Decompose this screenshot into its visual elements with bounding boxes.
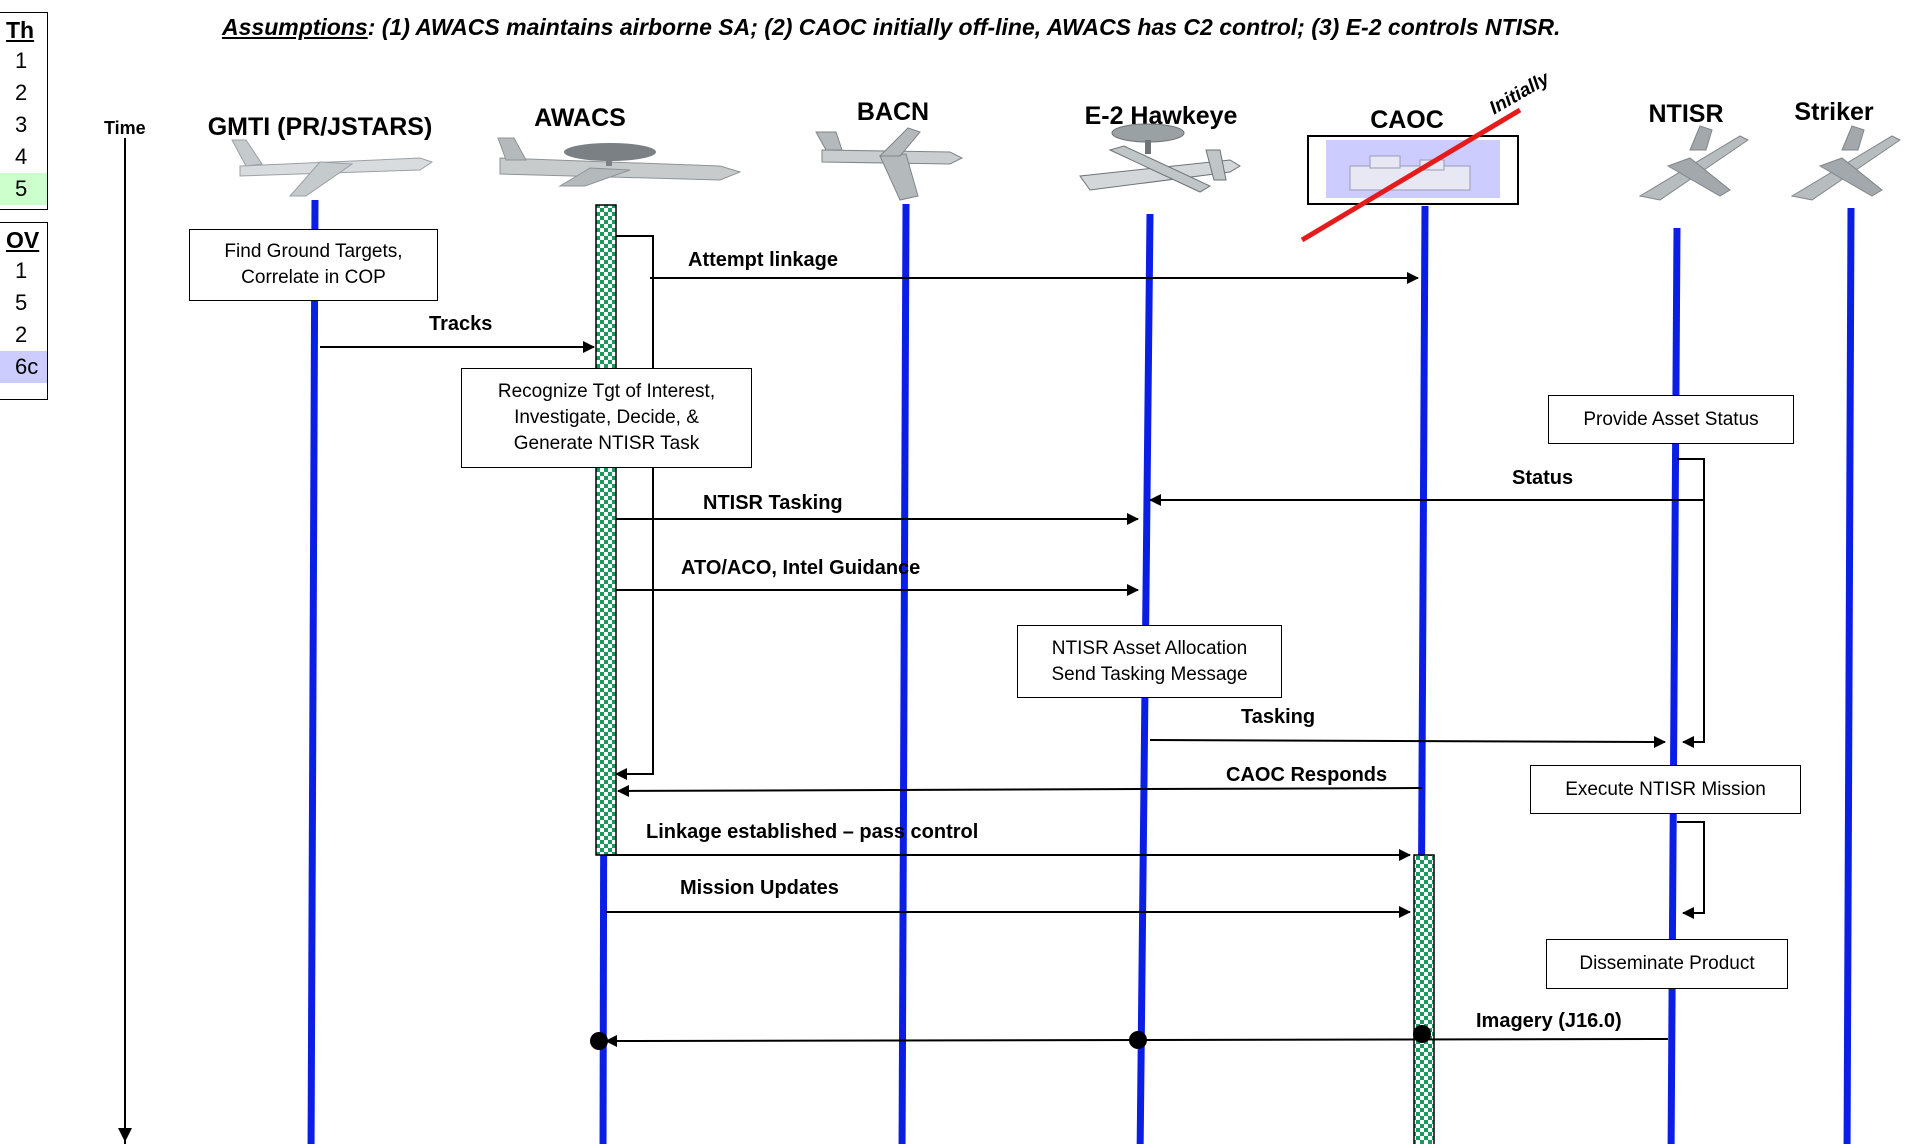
box-line: Investigate, Decide, & <box>514 407 699 428</box>
caoc-responds-label: CAOC Responds <box>1226 764 1388 786</box>
legend-th-row: 4 <box>15 144 28 169</box>
ato-aco-label: ATO/ACO, Intel Guidance <box>681 557 921 579</box>
caoc-offline-cross <box>1300 107 1522 243</box>
legend-th-row-highlight: 5 <box>0 173 47 205</box>
status-label: Status <box>1512 467 1574 489</box>
box-line: Generate NTISR Task <box>513 433 700 454</box>
actor-awacs-label: AWACS <box>534 104 626 132</box>
legend-ov-row-highlight: 6c <box>0 351 47 383</box>
assumptions-prefix: Assumptions <box>222 14 368 40</box>
actor-caoc-label: CAOC <box>1370 106 1444 134</box>
actor-striker-label: Striker <box>1794 98 1874 126</box>
legend-ov: OV 1 5 2 6c <box>0 222 48 400</box>
e2-hawkeye-aircraft-icon <box>1079 123 1241 193</box>
caoc-activation-bar <box>1413 854 1435 1144</box>
fighter-jet-icon <box>1790 125 1901 201</box>
caoc-building-icon <box>1307 135 1519 205</box>
legend-ov-row: 5 <box>15 290 28 315</box>
asset-allocation-box: NTISR Asset Allocation Send Tasking Mess… <box>1017 625 1282 698</box>
tasking-arrow <box>1149 735 1666 748</box>
fighter-jet-icon <box>1638 125 1749 201</box>
box-line: Find Ground Targets, <box>224 241 403 262</box>
time-axis-label: Time <box>104 118 146 138</box>
assumptions-text: Assumptions: (1) AWACS maintains airborn… <box>222 14 1560 41</box>
linkage-established-label: Linkage established – pass control <box>646 821 979 843</box>
imagery-caoc-dot <box>1413 1025 1431 1043</box>
lifeline-bacn <box>898 203 910 1144</box>
legend-th-header: Th <box>6 17 35 43</box>
lifeline-ntisr <box>1667 227 1681 1144</box>
imagery-label: Imagery (J16.0) <box>1476 1010 1622 1032</box>
bacn-aircraft-icon <box>815 127 964 201</box>
execute-mission-box: Execute NTISR Mission <box>1530 765 1801 814</box>
ntisr-self-loop-arrow <box>1677 458 1705 748</box>
awacs-aircraft-icon <box>497 137 742 187</box>
caoc-responds-arrow <box>617 784 1423 797</box>
tracks-label: Tracks <box>429 313 493 335</box>
actor-gmti-label: GMTI (PR/JSTARS) <box>207 113 433 141</box>
tasking-label: Tasking <box>1241 706 1316 728</box>
legend-th-row: 3 <box>15 112 28 137</box>
recognize-target-box: Recognize Tgt of Interest, Investigate, … <box>461 368 752 468</box>
disseminate-product-box: Disseminate Product <box>1546 939 1788 989</box>
provide-asset-status-box: Provide Asset Status <box>1548 395 1794 444</box>
box-line: Recognize Tgt of Interest, <box>497 381 716 402</box>
imagery-e2-dot <box>1129 1031 1147 1049</box>
imagery-awacs-dot <box>590 1032 608 1050</box>
legend-ov-row: 1 <box>15 258 28 283</box>
awacs-activation-bar <box>595 204 617 856</box>
lifeline-striker <box>1843 207 1855 1144</box>
legend-th-row: 2 <box>15 80 28 105</box>
box-line: Send Tasking Message <box>1051 663 1248 685</box>
legend-th: Th 1 2 3 4 5 <box>0 12 48 210</box>
legend-ov-header: OV <box>6 227 40 253</box>
box-line: Execute NTISR Mission <box>1565 778 1766 800</box>
box-line: Provide Asset Status <box>1583 408 1759 430</box>
box-line: Correlate in COP <box>241 267 386 288</box>
find-targets-box: Find Ground Targets, Correlate in COP <box>189 229 438 301</box>
mission-updates-label: Mission Updates <box>680 877 839 899</box>
actor-bacn-label: BACN <box>856 98 930 126</box>
ntisr-self-loop-arrow <box>1677 821 1705 919</box>
legend-th-row: 1 <box>15 48 28 73</box>
box-line: Disseminate Product <box>1579 953 1755 974</box>
legend-ov-row: 2 <box>15 322 28 347</box>
jstars-aircraft-icon <box>231 139 434 197</box>
actor-ntisr-label: NTISR <box>1648 100 1724 128</box>
lifeline-gmti <box>307 199 319 1144</box>
awacs-self-loop-arrow <box>615 235 654 780</box>
ntisr-tasking-label: NTISR Tasking <box>703 492 843 514</box>
time-axis-arrowhead <box>118 1128 132 1142</box>
assumptions-body: : (1) AWACS maintains airborne SA; (2) C… <box>367 14 1561 40</box>
box-line: NTISR Asset Allocation <box>1051 637 1248 659</box>
attempt-linkage-label: Attempt linkage <box>688 249 839 271</box>
